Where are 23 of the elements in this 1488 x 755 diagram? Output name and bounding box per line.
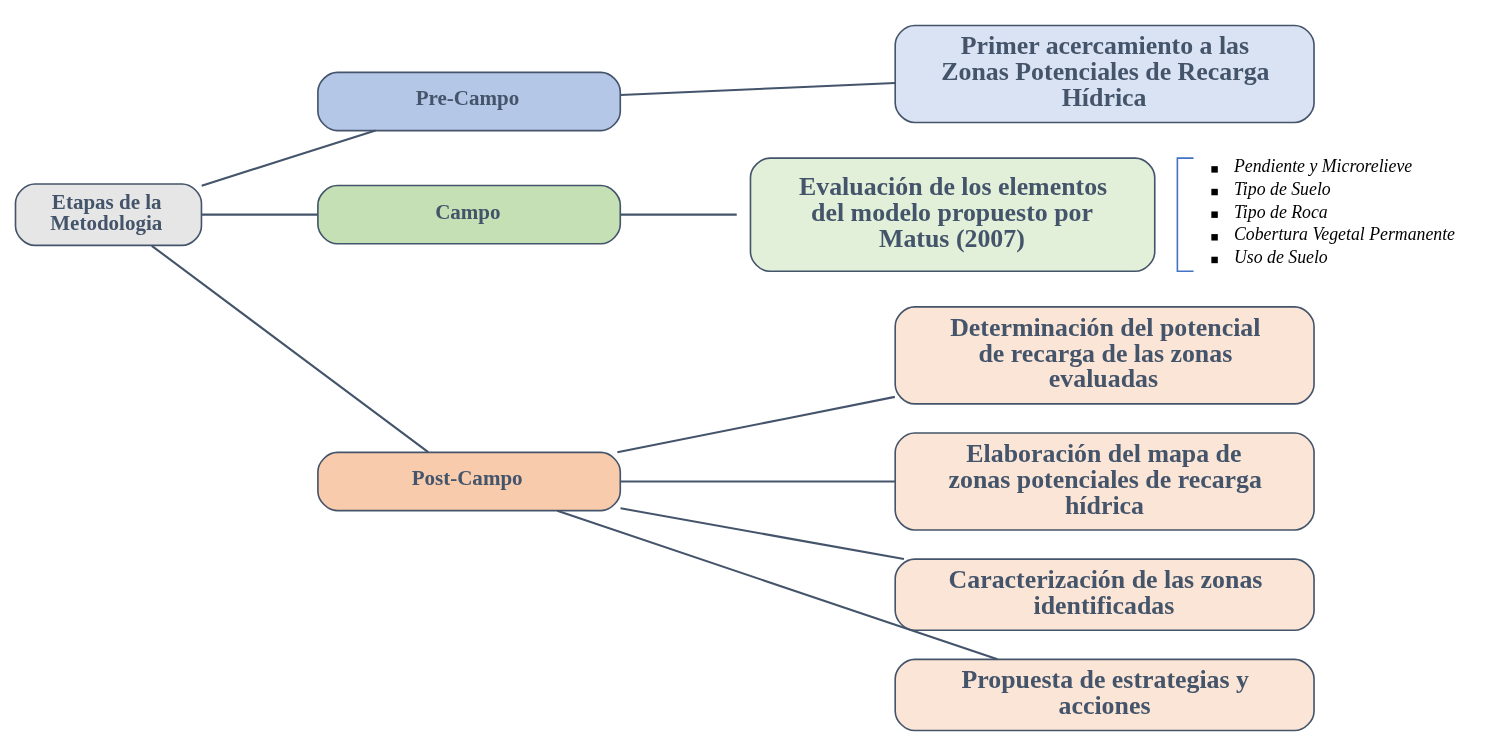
node-box: Pre-Campo <box>317 71 622 131</box>
connector <box>617 395 896 453</box>
node-box: Propuesta de estrategias y acciones <box>894 658 1315 731</box>
node-label: Cobertura Vegetal Permanente <box>1233 223 1456 244</box>
connector <box>620 81 896 96</box>
node-box: Etapas de la Metodologia <box>14 182 203 246</box>
connector <box>201 213 318 216</box>
node-box: Post-Campo <box>317 451 622 511</box>
node-box: Primer acercamiento a las Zonas Potenciales de Recarga Hídrica <box>894 24 1315 123</box>
connector <box>620 479 895 483</box>
connector <box>620 213 737 216</box>
node-box: Caracterización de las zonas identificadas <box>894 557 1315 631</box>
node-box: Campo <box>317 184 622 245</box>
node-box: Elaboración del mapa de zonas potenciales de recarga hídrica <box>894 431 1315 531</box>
connector <box>556 509 998 660</box>
node-label: Tipo de Roca <box>1233 201 1328 222</box>
connector <box>620 506 905 560</box>
node-label: Pendiente y Microrelieve <box>1233 155 1413 176</box>
connector <box>201 129 376 187</box>
node-label: Uso de Suelo <box>1233 246 1328 267</box>
connector <box>151 244 429 453</box>
node-box: Determinación del potencial de recarga de las zonas evaluadas <box>894 305 1315 405</box>
node-label: Tipo de Suelo <box>1233 178 1331 199</box>
